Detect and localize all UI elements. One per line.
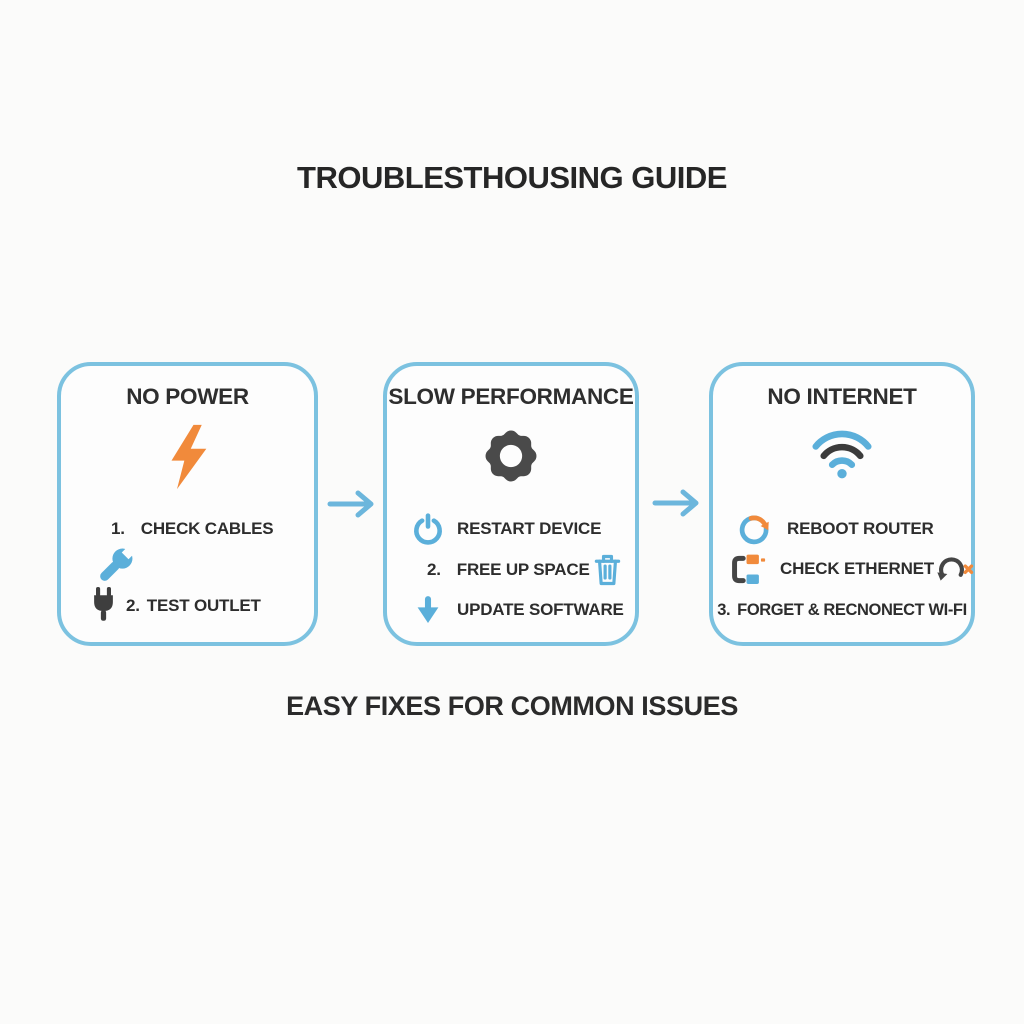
card-title: NO INTERNET xyxy=(767,384,917,409)
step-test-outlet: 2. TEST OUTLET xyxy=(90,586,261,626)
step-label: RESTART DEVICE xyxy=(457,519,602,538)
step-label: UPDATE SOFTWARE xyxy=(457,600,624,619)
card-no-internet: NO INTERNET REBOOT ROUTER xyxy=(709,362,975,646)
step-number: 3. xyxy=(717,600,731,619)
right-arrow-icon xyxy=(652,487,704,519)
step-label: TEST OUTLET xyxy=(146,596,261,615)
sync-error-icon xyxy=(934,552,974,586)
step-label: FORGET & RECNONECT WI-FI xyxy=(737,600,967,619)
download-arrow-icon xyxy=(415,595,441,625)
step-number: 2. xyxy=(126,596,140,615)
step-check-ethernet: CHECK ETHERNET xyxy=(730,550,974,588)
gear-icon xyxy=(477,422,545,490)
trash-icon xyxy=(594,553,621,587)
step-forget-reconnect-wifi: 3. FORGET & RECNONECT WI-FI xyxy=(713,591,971,629)
card-slow-performance: SLOW PERFORMANCE RESTART xyxy=(383,362,639,646)
card-no-power: NO POWER 1. CHECK CABLES xyxy=(57,362,318,646)
step-reboot-router: REBOOT ROUTER xyxy=(737,510,957,548)
step-restart-device: RESTART DEVICE xyxy=(413,510,617,548)
wrench-icon xyxy=(94,545,136,587)
step-label: CHECK CABLES xyxy=(140,519,274,538)
step-check-cables: 1. CHECK CABLES xyxy=(111,510,274,548)
step-number: 1. xyxy=(111,519,125,538)
step-label: CHECK ETHERNET xyxy=(780,559,934,578)
step-update-software: UPDATE SOFTWARE xyxy=(415,591,624,629)
wifi-icon xyxy=(812,427,872,481)
power-icon xyxy=(413,513,443,545)
ethernet-icon xyxy=(730,553,768,586)
right-arrow-icon xyxy=(327,488,379,520)
step-number: 2. xyxy=(427,560,441,579)
step-wrench xyxy=(94,545,136,587)
page-title: TROUBLESTHOUSING GUIDE xyxy=(297,160,727,195)
caption: EASY FIXES FOR COMMON ISSUES xyxy=(286,691,738,721)
step-label: FREE UP SPACE xyxy=(456,560,590,579)
step-label: REBOOT ROUTER xyxy=(787,519,934,538)
card-title: NO POWER xyxy=(126,384,249,409)
step-free-up-space: 2. FREE UP SPACE xyxy=(427,551,621,589)
refresh-icon xyxy=(737,511,773,547)
plug-icon xyxy=(90,586,117,626)
card-title: SLOW PERFORMANCE xyxy=(388,384,634,409)
lightning-bolt-icon xyxy=(165,424,211,490)
